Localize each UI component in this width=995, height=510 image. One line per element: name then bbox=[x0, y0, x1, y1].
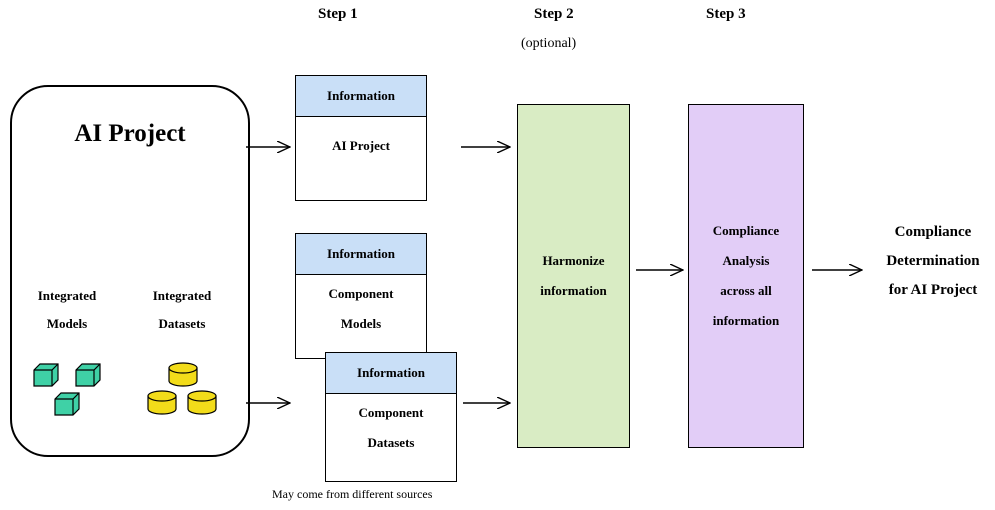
dataset-cylinder-icon bbox=[168, 362, 198, 387]
dataset-cylinder-icon bbox=[147, 390, 177, 415]
result-line: Compliance bbox=[894, 224, 972, 240]
step1-label: Step 1 bbox=[318, 6, 358, 22]
integrated-datasets-line1: Integrated bbox=[152, 288, 212, 303]
harmonize-line: Harmonize bbox=[542, 253, 605, 268]
compliance-line: Compliance bbox=[712, 223, 780, 238]
sources-note: May come from different sources bbox=[272, 487, 433, 501]
compliance-line: Analysis bbox=[722, 253, 770, 268]
integrated-datasets-label: Integrated Datasets bbox=[137, 282, 227, 338]
info-card-header: Information bbox=[326, 353, 456, 394]
model-cube-icon bbox=[75, 363, 101, 387]
harmonize-text: Harmonize information bbox=[540, 246, 606, 306]
integrated-models-line2: Models bbox=[46, 316, 88, 331]
step2-label: Step 2 bbox=[534, 6, 574, 22]
info-card-body: Component Datasets bbox=[326, 394, 456, 458]
result-line: for AI Project bbox=[888, 282, 978, 298]
info-card-body-line: Component bbox=[328, 286, 394, 301]
integrated-datasets-line2: Datasets bbox=[158, 316, 206, 331]
compliance-line: across all bbox=[720, 283, 772, 298]
info-card-header: Information bbox=[296, 234, 426, 275]
compliance-analysis-box: Compliance Analysis across all informati… bbox=[688, 104, 804, 448]
harmonize-box: Harmonize information bbox=[517, 104, 630, 448]
model-cube-icon bbox=[33, 363, 59, 387]
info-card-body-line: Component bbox=[358, 405, 424, 420]
info-card-component-datasets: Information Component Datasets bbox=[325, 352, 457, 482]
integrated-models-line1: Integrated bbox=[37, 288, 97, 303]
compliance-line: information bbox=[712, 313, 780, 328]
integrated-models-label: Integrated Models bbox=[22, 282, 112, 338]
harmonize-line: information bbox=[540, 283, 607, 298]
info-card-body-line: Datasets bbox=[367, 435, 415, 450]
step3-label: Step 3 bbox=[706, 6, 746, 22]
ai-project-title: AI Project bbox=[74, 120, 186, 147]
step2-optional-note: (optional) bbox=[521, 36, 577, 51]
info-card-header: Information bbox=[296, 76, 426, 117]
info-card-ai-project: Information AI Project bbox=[295, 75, 427, 201]
info-card-body-line: AI Project bbox=[332, 138, 390, 153]
compliance-determination-result: Compliance Determination for AI Project bbox=[873, 218, 993, 305]
compliance-analysis-text: Compliance Analysis across all informati… bbox=[713, 216, 779, 336]
result-line: Determination bbox=[886, 253, 980, 269]
info-card-body: Component Models bbox=[296, 275, 426, 339]
info-card-component-models: Information Component Models bbox=[295, 233, 427, 359]
info-card-body: AI Project bbox=[296, 117, 426, 161]
model-cube-icon bbox=[54, 392, 80, 416]
info-card-body-line: Models bbox=[340, 316, 382, 331]
dataset-cylinder-icon bbox=[187, 390, 217, 415]
